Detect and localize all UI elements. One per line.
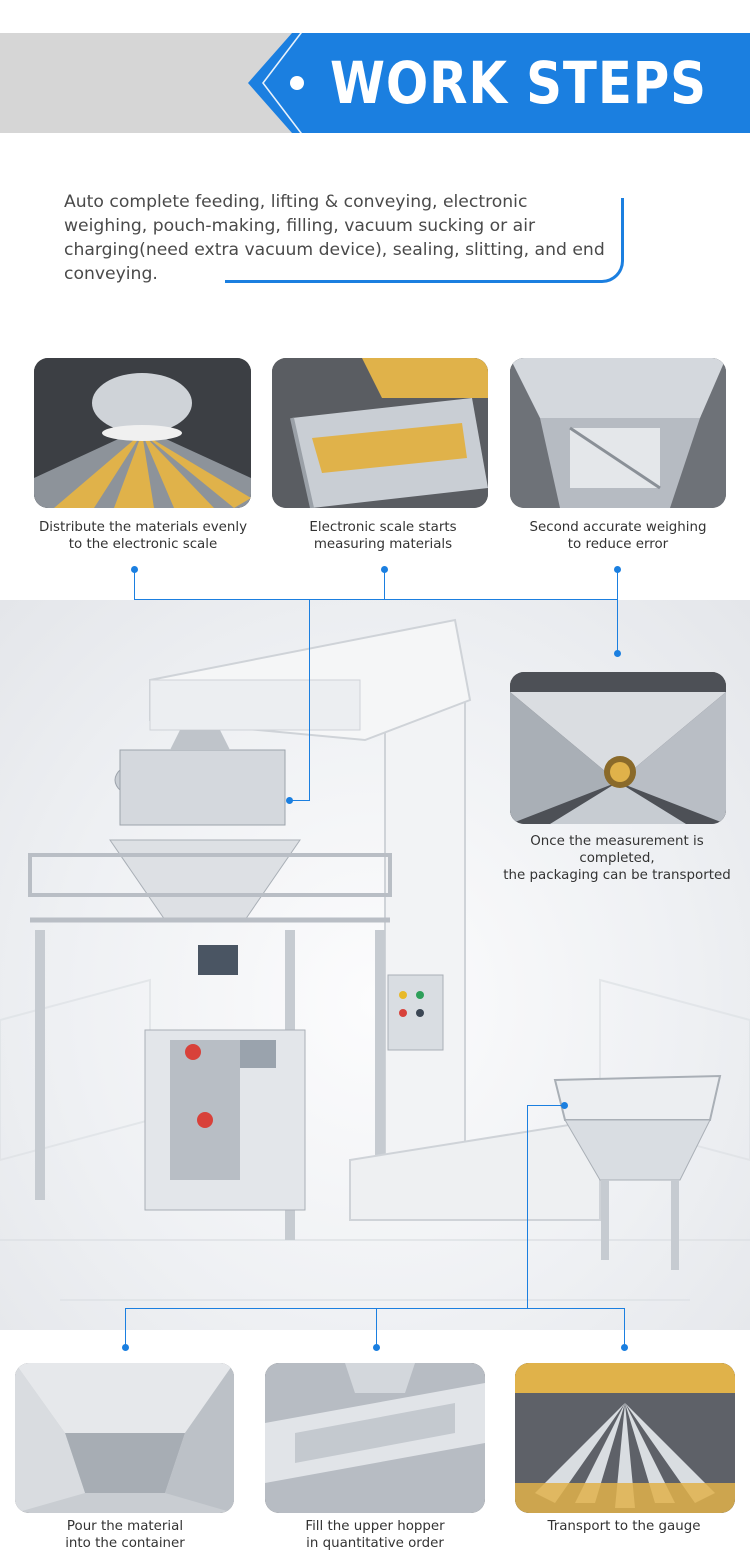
caption-step-3: Second accurate weighing to reduce error <box>503 519 733 553</box>
caption-step-7: Transport to the gauge <box>509 1518 739 1535</box>
caption-line: Second accurate weighing <box>529 520 707 535</box>
connector-line <box>134 570 135 600</box>
connector-dot <box>286 797 293 804</box>
connector-line <box>527 1105 565 1106</box>
connector-dot <box>614 650 621 657</box>
connector-line <box>624 1308 625 1348</box>
page-title: WORK STEPS <box>330 49 707 117</box>
caption-line: Distribute the materials evenly <box>38 520 248 535</box>
caption-step-6: Fill the upper hopper in quantitative or… <box>260 1518 490 1552</box>
caption-line: in quantitative order <box>306 1536 444 1551</box>
caption-step-1: Distribute the materials evenly to the e… <box>28 519 258 553</box>
machine-illustration <box>0 618 750 1301</box>
caption-step-5: Pour the material into the container <box>10 1518 240 1552</box>
machine-background <box>0 600 750 1330</box>
connector-line <box>617 570 618 654</box>
connector-line <box>125 1308 625 1309</box>
photo-transport-gauge <box>515 1363 735 1513</box>
caption-step-2: Electronic scale starts measuring materi… <box>268 519 498 553</box>
connector-dot <box>381 566 388 573</box>
caption-line: Transport to the gauge <box>547 1519 701 1534</box>
bullet-dot-icon <box>290 76 304 90</box>
connector-dot <box>373 1344 380 1351</box>
caption-line: to the electronic scale <box>68 537 218 552</box>
connector-line <box>290 800 310 801</box>
connector-dot <box>122 1344 129 1351</box>
caption-line: into the container <box>65 1536 185 1551</box>
connector-dot <box>561 1102 568 1109</box>
intro-text: Auto complete feeding, lifting & conveyi… <box>64 192 605 284</box>
caption-line: Once the measurement is completed, <box>530 834 704 866</box>
caption-line: Fill the upper hopper <box>305 1519 445 1534</box>
photo-electronic-scale <box>272 358 488 508</box>
connector-line <box>376 1308 377 1348</box>
connector-dot <box>131 566 138 573</box>
photo-pour-material <box>15 1363 234 1513</box>
photo-distribute-materials <box>34 358 251 508</box>
connector-line <box>384 570 385 600</box>
connector-line <box>134 599 618 600</box>
header-banner-blue <box>248 33 750 133</box>
caption-line: measuring materials <box>313 537 453 552</box>
connector-dot <box>614 566 621 573</box>
caption-line: the packaging can be transported <box>503 868 731 883</box>
caption-step-4: Once the measurement is completed, the p… <box>492 833 742 884</box>
connector-dot <box>621 1344 628 1351</box>
connector-line <box>125 1308 126 1348</box>
caption-line: Pour the material <box>66 1519 184 1534</box>
connector-line <box>309 599 310 801</box>
caption-line: Electronic scale starts <box>309 520 457 535</box>
photo-measurement-complete <box>510 672 726 824</box>
intro-bracket <box>225 198 624 283</box>
caption-line: to reduce error <box>567 537 669 552</box>
photo-second-weighing <box>510 358 726 508</box>
connector-line <box>527 1105 528 1309</box>
photo-upper-hopper <box>265 1363 485 1513</box>
